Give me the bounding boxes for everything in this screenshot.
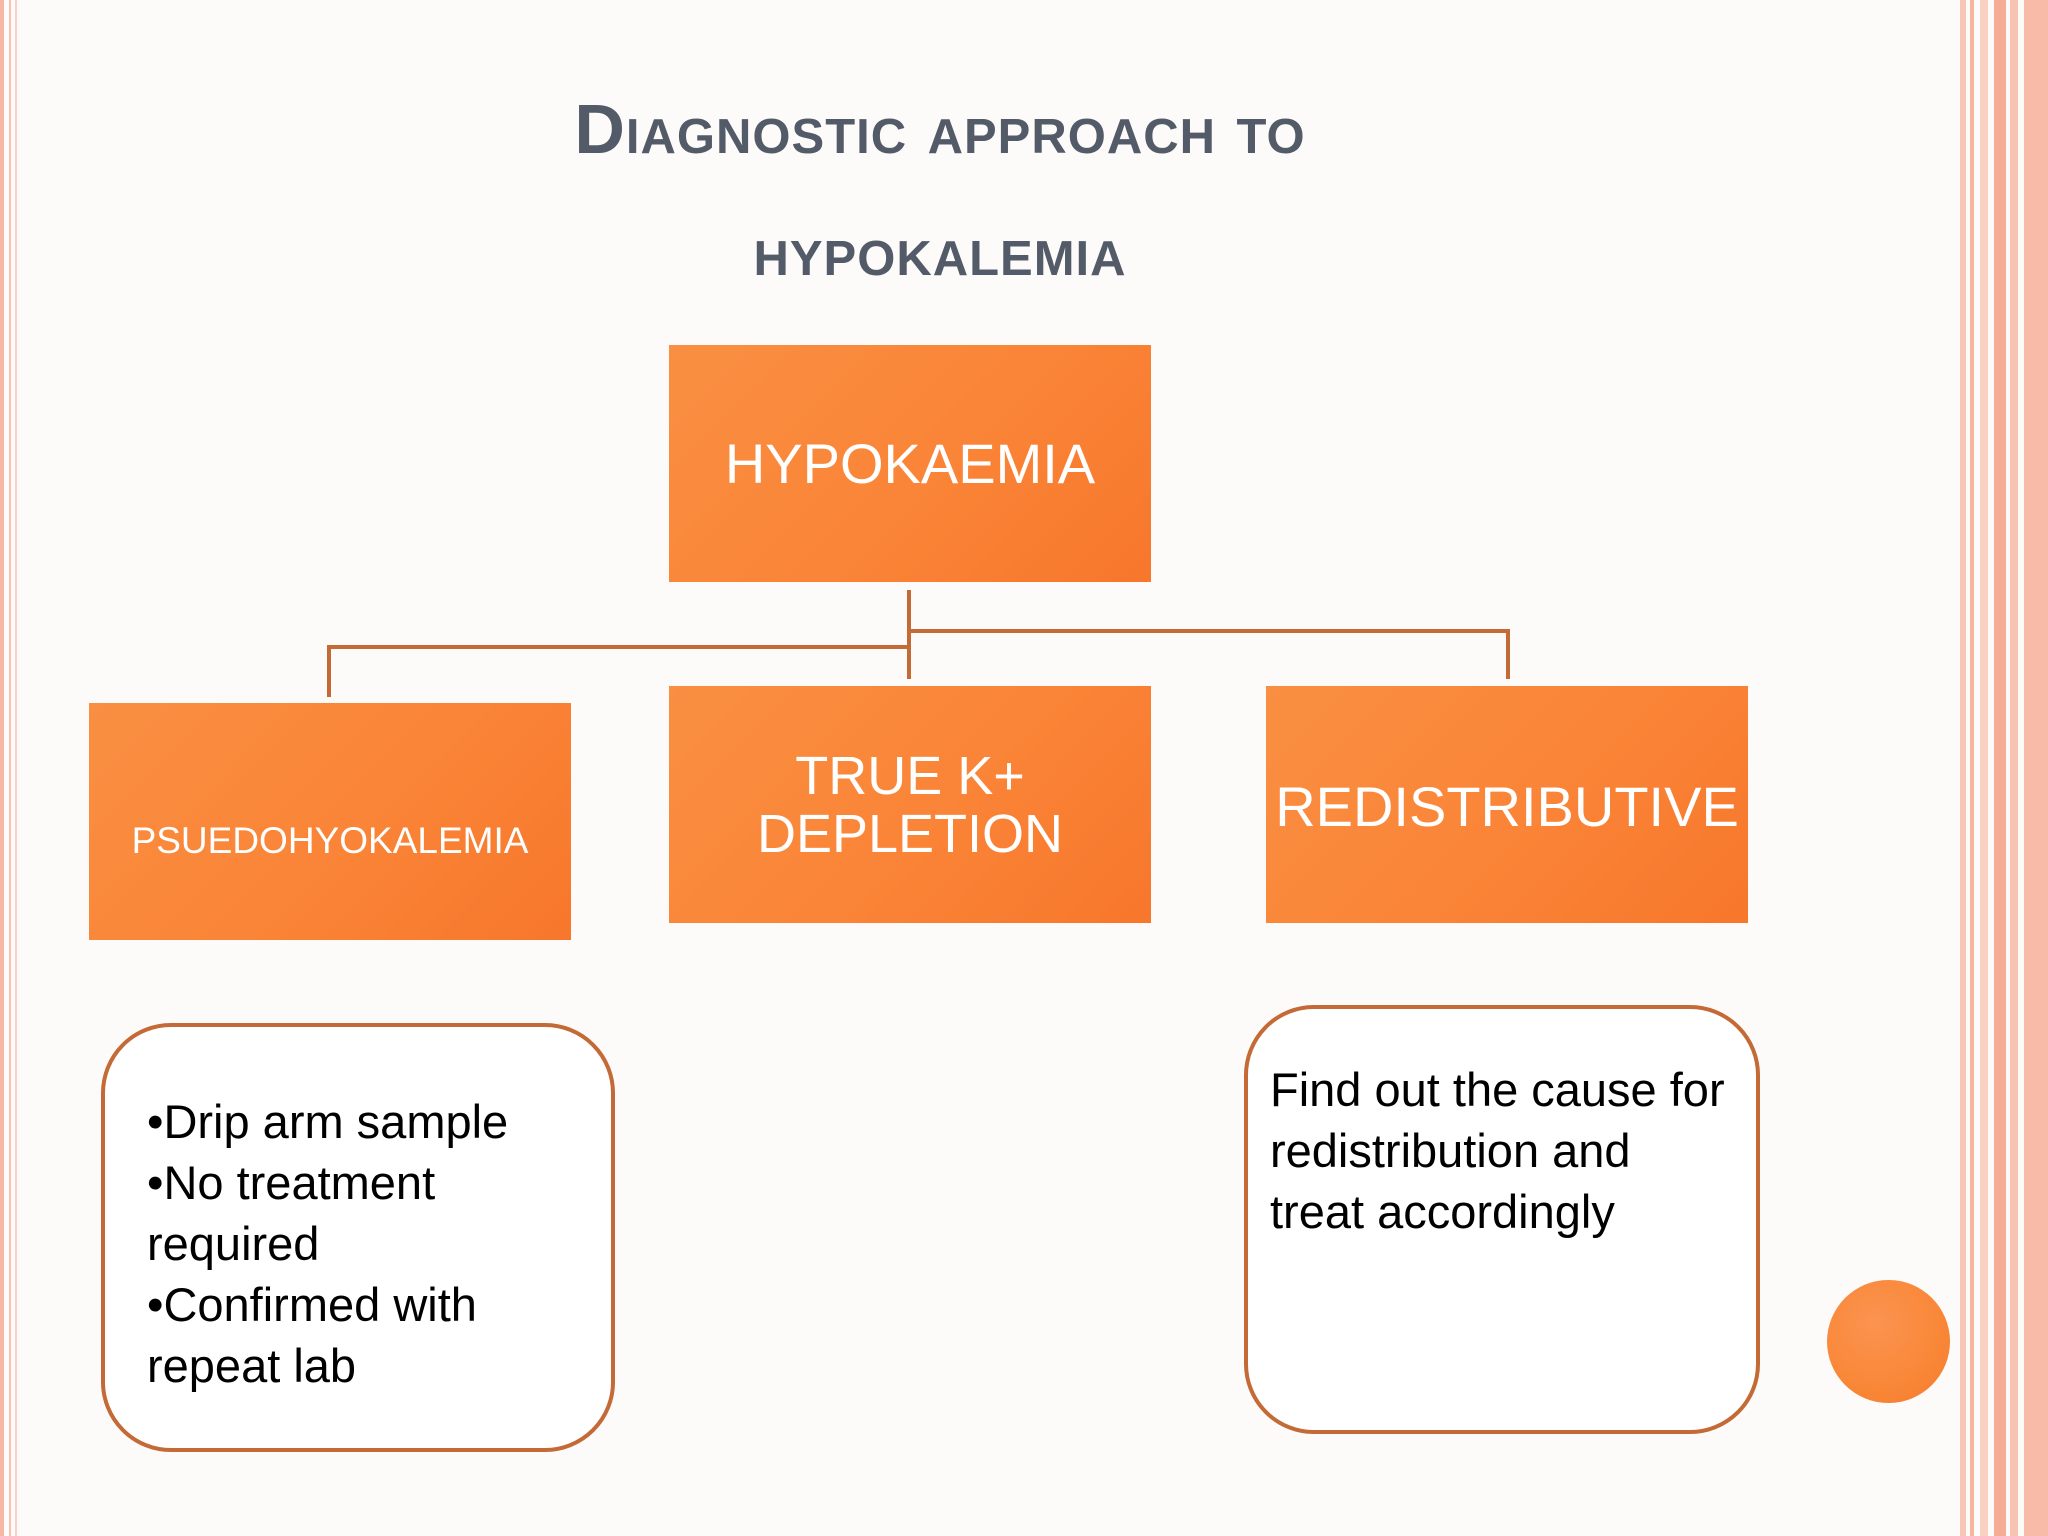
hypokalemia-root-label: HYPOKAEMIA [724,432,1096,495]
left-border-stripe [0,0,4,1536]
pseudohypokalemia-label: PSUEDOHYOKALEMIA [131,820,529,861]
note-item: •Drip arm sample [147,1095,509,1148]
connector-to-pseudo [327,645,909,697]
slide-title-line-2: hypokalemia [753,212,1127,290]
redistributive-label: REDISTRIBUTIVE [1275,775,1739,838]
note-item: •No treatment required [147,1156,436,1270]
decorative-orange-circle [1827,1280,1950,1403]
connector-to-redistributive [909,629,1510,679]
pseudohypokalemia-note: •Drip arm sample •No treatment required … [101,1023,615,1452]
true-k-depletion-box: TRUE K+ DEPLETION [669,686,1151,923]
left-border-stripe [15,0,17,1536]
pseudohypokalemia-box: PSUEDOHYOKALEMIA [89,703,571,940]
note-item: •Confirmed with repeat lab [147,1278,477,1392]
right-border-stripe [1960,0,1966,1536]
left-border-stripe [9,0,11,1536]
right-border-stripe [1994,0,2006,1536]
slide-title: Diagnostic approach to hypokalemia [260,68,1620,312]
right-border-stripe [1970,0,1974,1536]
true-k-depletion-label-line-1: TRUE K+ [795,745,1025,806]
right-border-stripe [2010,0,2018,1536]
right-border-stripe [2024,0,2048,1536]
redistributive-note-text: Find out the cause for redistribution an… [1270,1063,1725,1238]
slide-title-line-1: Diagnostic approach to [574,90,1306,168]
redistributive-box: REDISTRIBUTIVE [1266,686,1748,923]
right-border-stripe [1980,0,1988,1536]
redistributive-note: Find out the cause for redistribution an… [1244,1005,1760,1434]
hypokalemia-root-box: HYPOKAEMIA [669,345,1151,582]
true-k-depletion-label-line-2: DEPLETION [756,803,1064,864]
